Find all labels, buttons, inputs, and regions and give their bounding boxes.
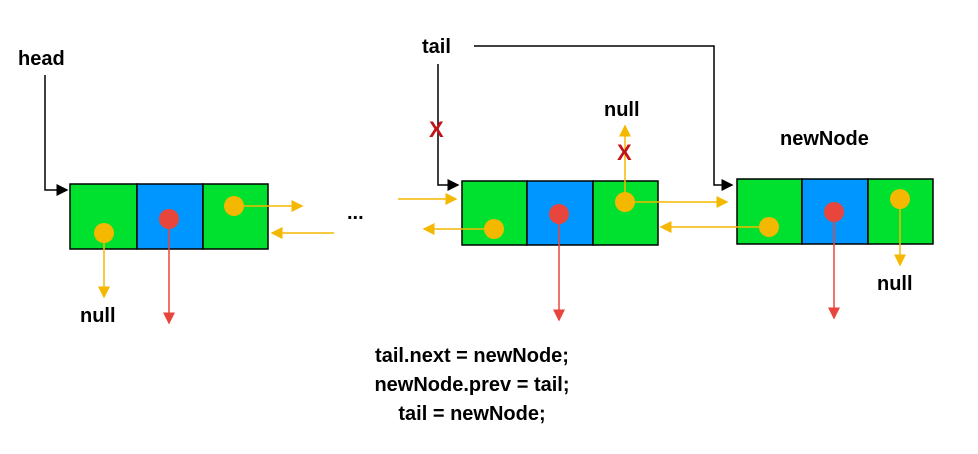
tail-old-pointer-arrow: [437, 64, 460, 191]
code-line-3: tail = newNode;: [398, 403, 545, 425]
tail-label: tail: [422, 36, 451, 58]
null-top-label: null: [604, 99, 640, 121]
null-left-label: null: [80, 305, 116, 327]
ellipsis-label: ...: [347, 202, 364, 224]
new-node-label: newNode: [780, 128, 869, 150]
code-line-2: newNode.prev = tail;: [374, 374, 569, 396]
node-head-next-cell: [202, 183, 269, 250]
x-mark-next-removed: X: [617, 140, 632, 165]
head-pointer-arrow: [44, 75, 69, 196]
tail-new-pointer-arrow: [474, 45, 734, 191]
code-line-1: tail.next = newNode;: [375, 345, 569, 367]
node-tail: [461, 180, 659, 246]
code-block: tail.next = newNode; newNode.prev = tail…: [374, 345, 569, 425]
node-tail-data-cell: [526, 180, 594, 246]
x-mark-tail-removed: X: [429, 117, 444, 142]
node-new: [736, 178, 934, 245]
null-right-label: null: [877, 273, 913, 295]
node-head: [69, 183, 269, 250]
head-label: head: [18, 48, 65, 70]
